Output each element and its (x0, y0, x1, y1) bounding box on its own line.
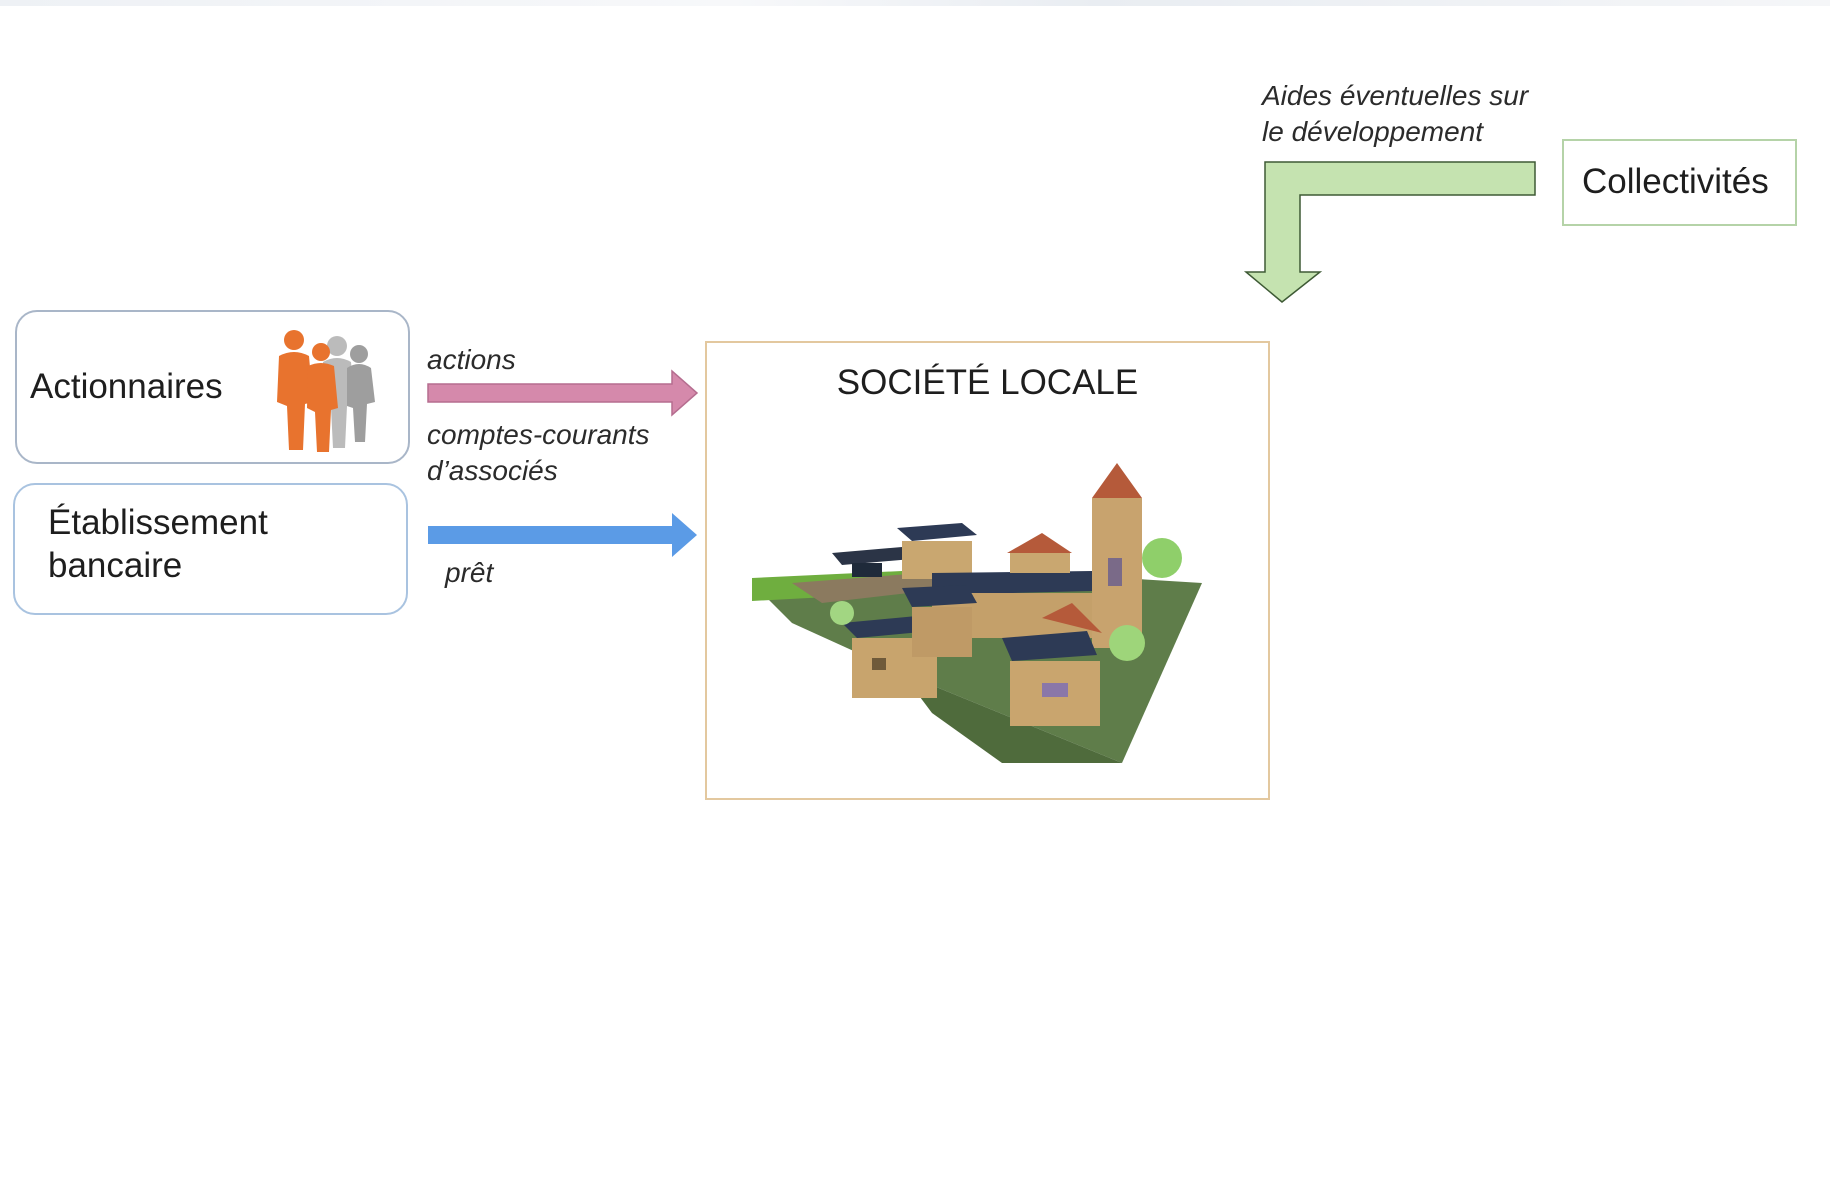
collectivites-node: Collectivités (1562, 139, 1797, 226)
societe-locale-node: SOCIÉTÉ LOCALE (705, 341, 1270, 800)
actionnaires-node: Actionnaires (15, 310, 410, 464)
etablissement-bancaire-label: Établissement bancaire (48, 503, 268, 585)
pret-label: prêt (445, 557, 494, 588)
solar-village-illustration (752, 463, 1202, 763)
etablissement-bancaire-node: Établissement bancaire (13, 483, 408, 615)
aides-label: Aides éventuelles sur le développement (1262, 80, 1529, 147)
comptes-courants-label: comptes-courants d’associés (427, 419, 650, 486)
top-band (0, 0, 1830, 6)
actions-arrow (427, 369, 699, 417)
pret-arrow (428, 513, 697, 557)
actionnaires-label: Actionnaires (30, 367, 223, 406)
people-silhouette-icon (277, 330, 375, 452)
collectivites-label: Collectivités (1582, 162, 1769, 201)
actions-label: actions (427, 344, 516, 375)
societe-locale-title: SOCIÉTÉ LOCALE (836, 363, 1139, 402)
aides-arrow (1243, 161, 1536, 303)
